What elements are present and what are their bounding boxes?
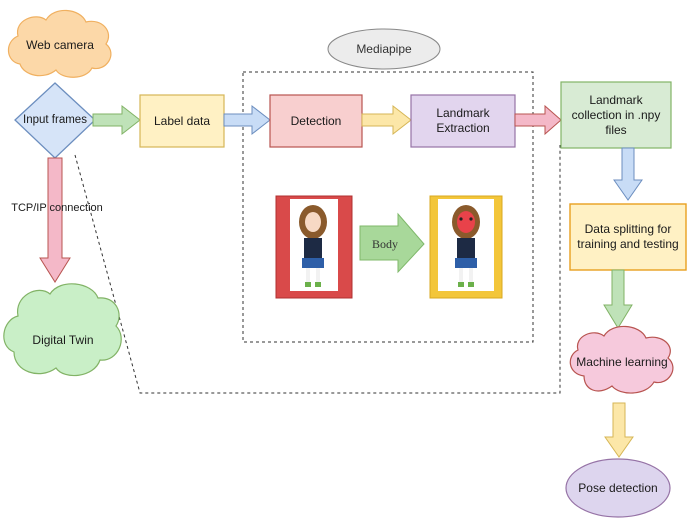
- input-character-figure: [299, 205, 327, 287]
- arrow-landmark-to-collection: [514, 104, 562, 136]
- arrow-collection-to-splitting: [613, 147, 643, 201]
- landmark-collection-label: Landmark collection in .npy files: [571, 92, 661, 137]
- web-camera-label: Web camera: [26, 37, 94, 52]
- output-character-figure: [452, 205, 480, 287]
- body-label: Body: [371, 236, 398, 251]
- label-data-label: Label data: [153, 113, 211, 128]
- data-splitting-box: [569, 203, 687, 271]
- tcp-ip-label: TCP/IP connection: [11, 202, 103, 215]
- landmark-collection-box: [560, 81, 672, 149]
- digital-twin-label: Digital Twin: [32, 332, 94, 347]
- arrow-input-to-label: [92, 104, 141, 136]
- mediapipe-ellipse: [327, 28, 441, 70]
- digital-twin-cloud: [3, 283, 122, 377]
- arrow-input-to-digital-twin: [39, 157, 71, 283]
- detection-box: [269, 94, 363, 148]
- mediapipe-label: Mediapipe: [356, 41, 412, 56]
- arrow-label-to-detection: [223, 104, 271, 136]
- data-splitting-label: Data splitting for training and testing: [577, 222, 679, 251]
- arrow-splitting-to-ml: [603, 269, 633, 329]
- landmark-extraction-label: Landmark Extraction: [436, 106, 490, 135]
- landmark-extraction-box: [410, 94, 516, 148]
- pose-detection-ellipse: [565, 458, 671, 518]
- dashed-feedback-line: [74, 145, 561, 394]
- detection-label: Detection: [290, 113, 342, 128]
- mediapipe-container: [242, 71, 534, 343]
- input-frames-label: Input frames: [23, 113, 87, 126]
- pose-detection-label: Pose detection: [578, 480, 658, 495]
- machine-learning-label: Machine learning: [576, 354, 668, 369]
- label-data-box: [139, 94, 225, 148]
- arrow-detection-to-landmark: [361, 104, 412, 136]
- arrow-ml-to-pose: [604, 402, 634, 458]
- machine-learning-cloud: [569, 325, 674, 394]
- body-arrow: [359, 212, 425, 274]
- web-camera-cloud: [7, 9, 112, 78]
